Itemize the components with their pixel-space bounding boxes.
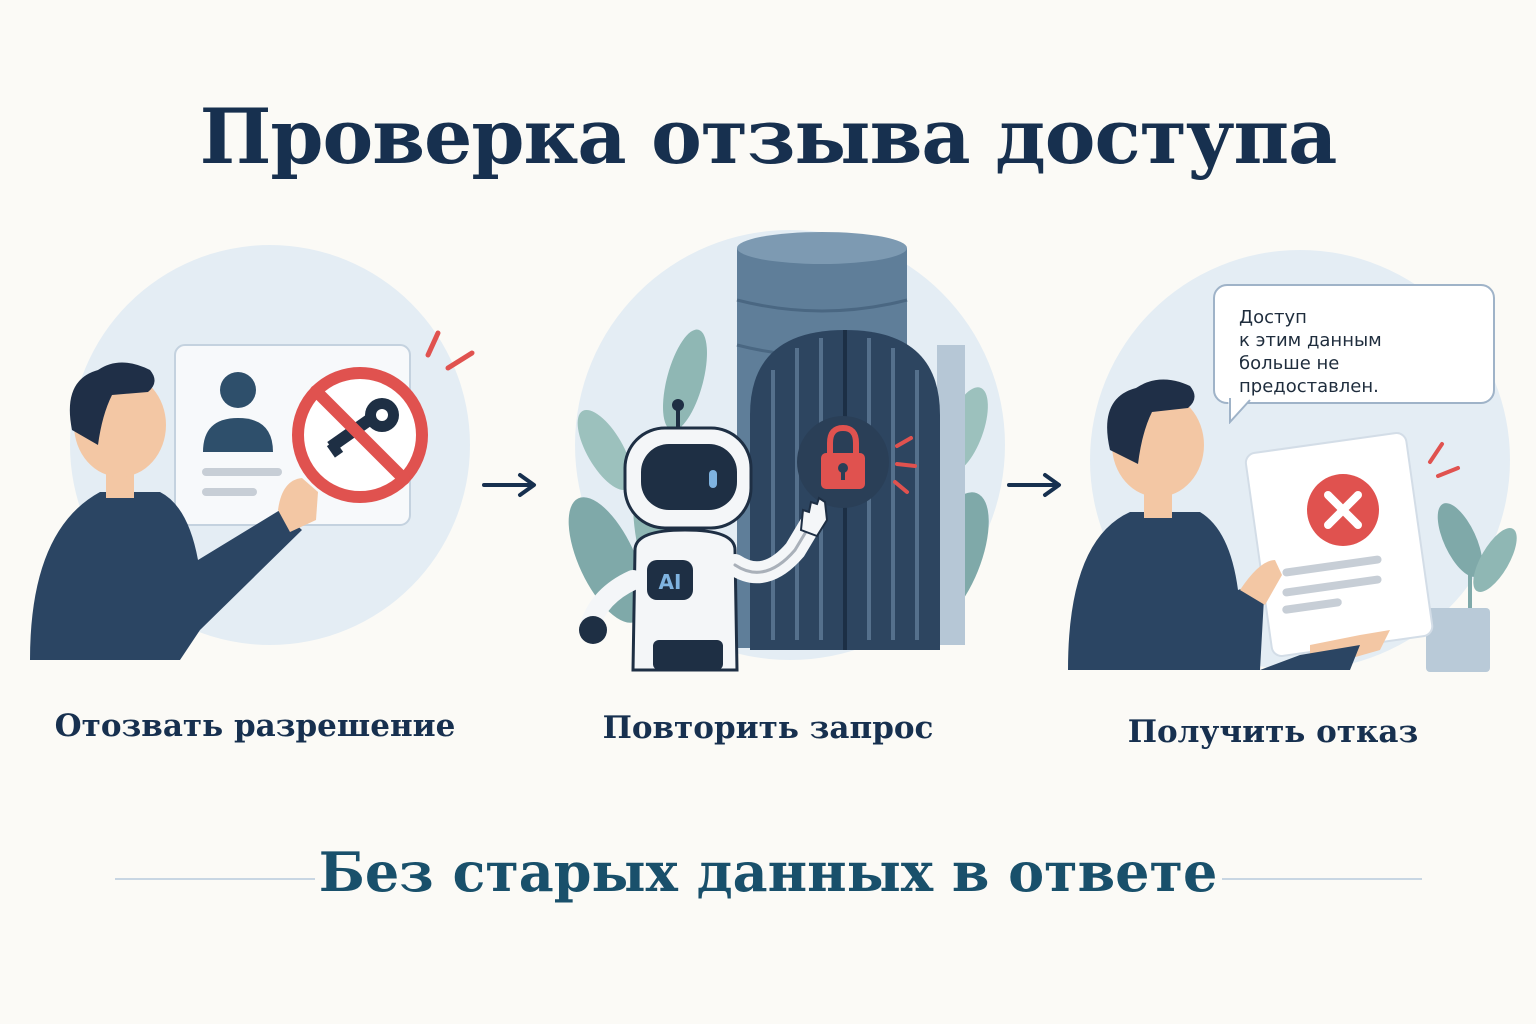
scene-retry: AI bbox=[545, 230, 1015, 675]
robot-illustration: AI bbox=[579, 399, 829, 672]
divider-right bbox=[1222, 878, 1422, 880]
step-label-denial: Получить отказ bbox=[1127, 714, 1419, 750]
alert-marks-icon bbox=[893, 436, 917, 494]
arrow-right-icon bbox=[1007, 473, 1061, 497]
arrow-right-icon bbox=[482, 473, 536, 497]
person-illustration bbox=[1068, 379, 1390, 670]
bubble-line: больше не предоставлен. bbox=[1239, 353, 1379, 397]
step-label-retry: Повторить запрос bbox=[602, 710, 934, 746]
divider-left bbox=[115, 878, 315, 880]
step-label-revoke: Отозвать разрешение bbox=[54, 708, 456, 744]
scene-revoke bbox=[20, 230, 490, 670]
speech-bubble: Доступ к этим данным больше не предостав… bbox=[1213, 284, 1495, 404]
denied-document bbox=[1244, 432, 1434, 657]
bubble-line: к этим данным bbox=[1239, 330, 1382, 351]
lock-icon bbox=[821, 424, 865, 489]
alert-marks-icon bbox=[425, 330, 475, 371]
footer-tagline: Без старых данных в ответе bbox=[318, 840, 1218, 904]
page-title: Проверка отзыва доступа bbox=[199, 92, 1338, 181]
user-icon bbox=[203, 372, 273, 452]
speech-bubble-tail bbox=[1228, 398, 1252, 424]
bubble-line: Доступ bbox=[1239, 307, 1307, 328]
robot-chest-label: AI bbox=[659, 570, 682, 594]
alert-marks-icon bbox=[1428, 442, 1460, 478]
no-key-icon bbox=[292, 367, 428, 503]
gate-icon bbox=[750, 330, 940, 650]
person-illustration bbox=[30, 362, 318, 660]
potted-plant-icon bbox=[1426, 503, 1517, 672]
